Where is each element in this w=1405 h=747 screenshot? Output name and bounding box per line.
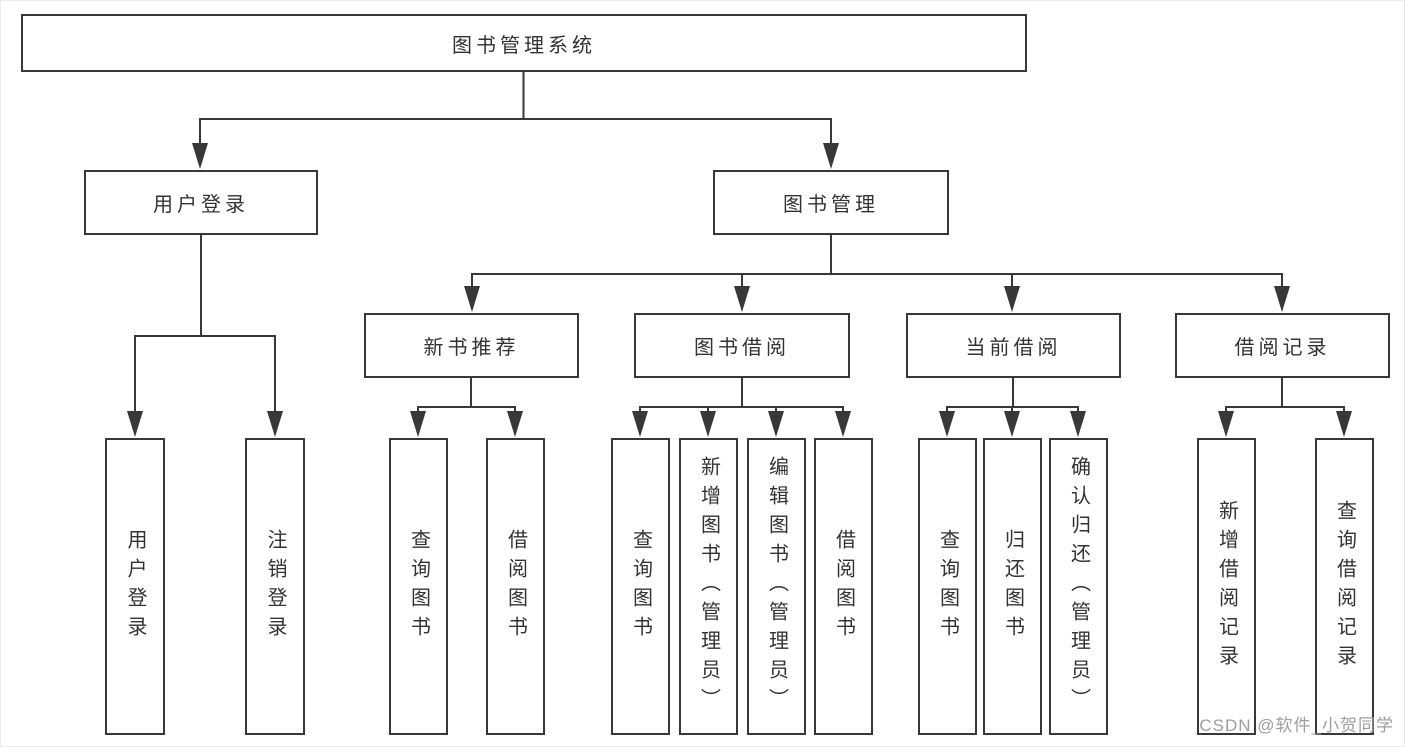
leaf-borrow-books-recommend: 借阅图书 bbox=[486, 438, 545, 735]
node-book-management: 图书管理 bbox=[713, 170, 949, 235]
leaf-user-login: 用户登录 bbox=[105, 438, 165, 735]
leaf-query-books-current-label: 查询图书 bbox=[936, 528, 959, 645]
leaf-logout: 注销登录 bbox=[245, 438, 305, 735]
leaf-return-books: 归还图书 bbox=[983, 438, 1042, 735]
leaf-add-borrow-record: 新增借阅记录 bbox=[1197, 438, 1256, 735]
csdn-watermark: CSDN @软件_小贺同学 bbox=[1199, 716, 1394, 735]
leaf-add-books-admin: 新增图书（管理员） bbox=[679, 438, 738, 735]
leaf-query-books-recommend-label: 查询图书 bbox=[407, 528, 430, 645]
leaf-query-books-current: 查询图书 bbox=[918, 438, 977, 735]
leaf-borrow-books-recommend-label: 借阅图书 bbox=[504, 528, 527, 645]
node-root-system: 图书管理系统 bbox=[21, 14, 1027, 72]
leaf-edit-books-admin-label: 编辑图书（管理员） bbox=[765, 456, 788, 717]
leaf-borrow-books-borrowing-label: 借阅图书 bbox=[832, 528, 855, 645]
leaf-logout-label: 注销登录 bbox=[264, 528, 286, 645]
leaf-query-borrow-record-label: 查询借阅记录 bbox=[1333, 499, 1356, 674]
leaf-user-login-label: 用户登录 bbox=[124, 528, 146, 645]
leaf-edit-books-admin: 编辑图书（管理员） bbox=[747, 438, 806, 735]
node-user-login: 用户登录 bbox=[84, 170, 318, 235]
leaf-return-books-label: 归还图书 bbox=[1001, 528, 1024, 645]
leaf-borrow-books-borrowing: 借阅图书 bbox=[814, 438, 873, 735]
leaf-query-books-borrowing: 查询图书 bbox=[611, 438, 670, 735]
leaf-query-books-recommend: 查询图书 bbox=[389, 438, 448, 735]
leaf-add-books-admin-label: 新增图书（管理员） bbox=[697, 456, 720, 717]
leaf-query-borrow-record: 查询借阅记录 bbox=[1315, 438, 1374, 735]
node-new-book-recommend: 新书推荐 bbox=[364, 313, 579, 378]
node-borrowing-records: 借阅记录 bbox=[1175, 313, 1390, 378]
node-current-borrowing: 当前借阅 bbox=[906, 313, 1121, 378]
leaf-add-borrow-record-label: 新增借阅记录 bbox=[1215, 499, 1238, 674]
leaf-query-books-borrowing-label: 查询图书 bbox=[629, 528, 652, 645]
node-book-borrowing: 图书借阅 bbox=[634, 313, 850, 378]
arrowhead-icons bbox=[127, 143, 1352, 437]
leaf-confirm-return-admin-label: 确认归还（管理员） bbox=[1067, 456, 1090, 717]
leaf-confirm-return-admin: 确认归还（管理员） bbox=[1049, 438, 1108, 735]
